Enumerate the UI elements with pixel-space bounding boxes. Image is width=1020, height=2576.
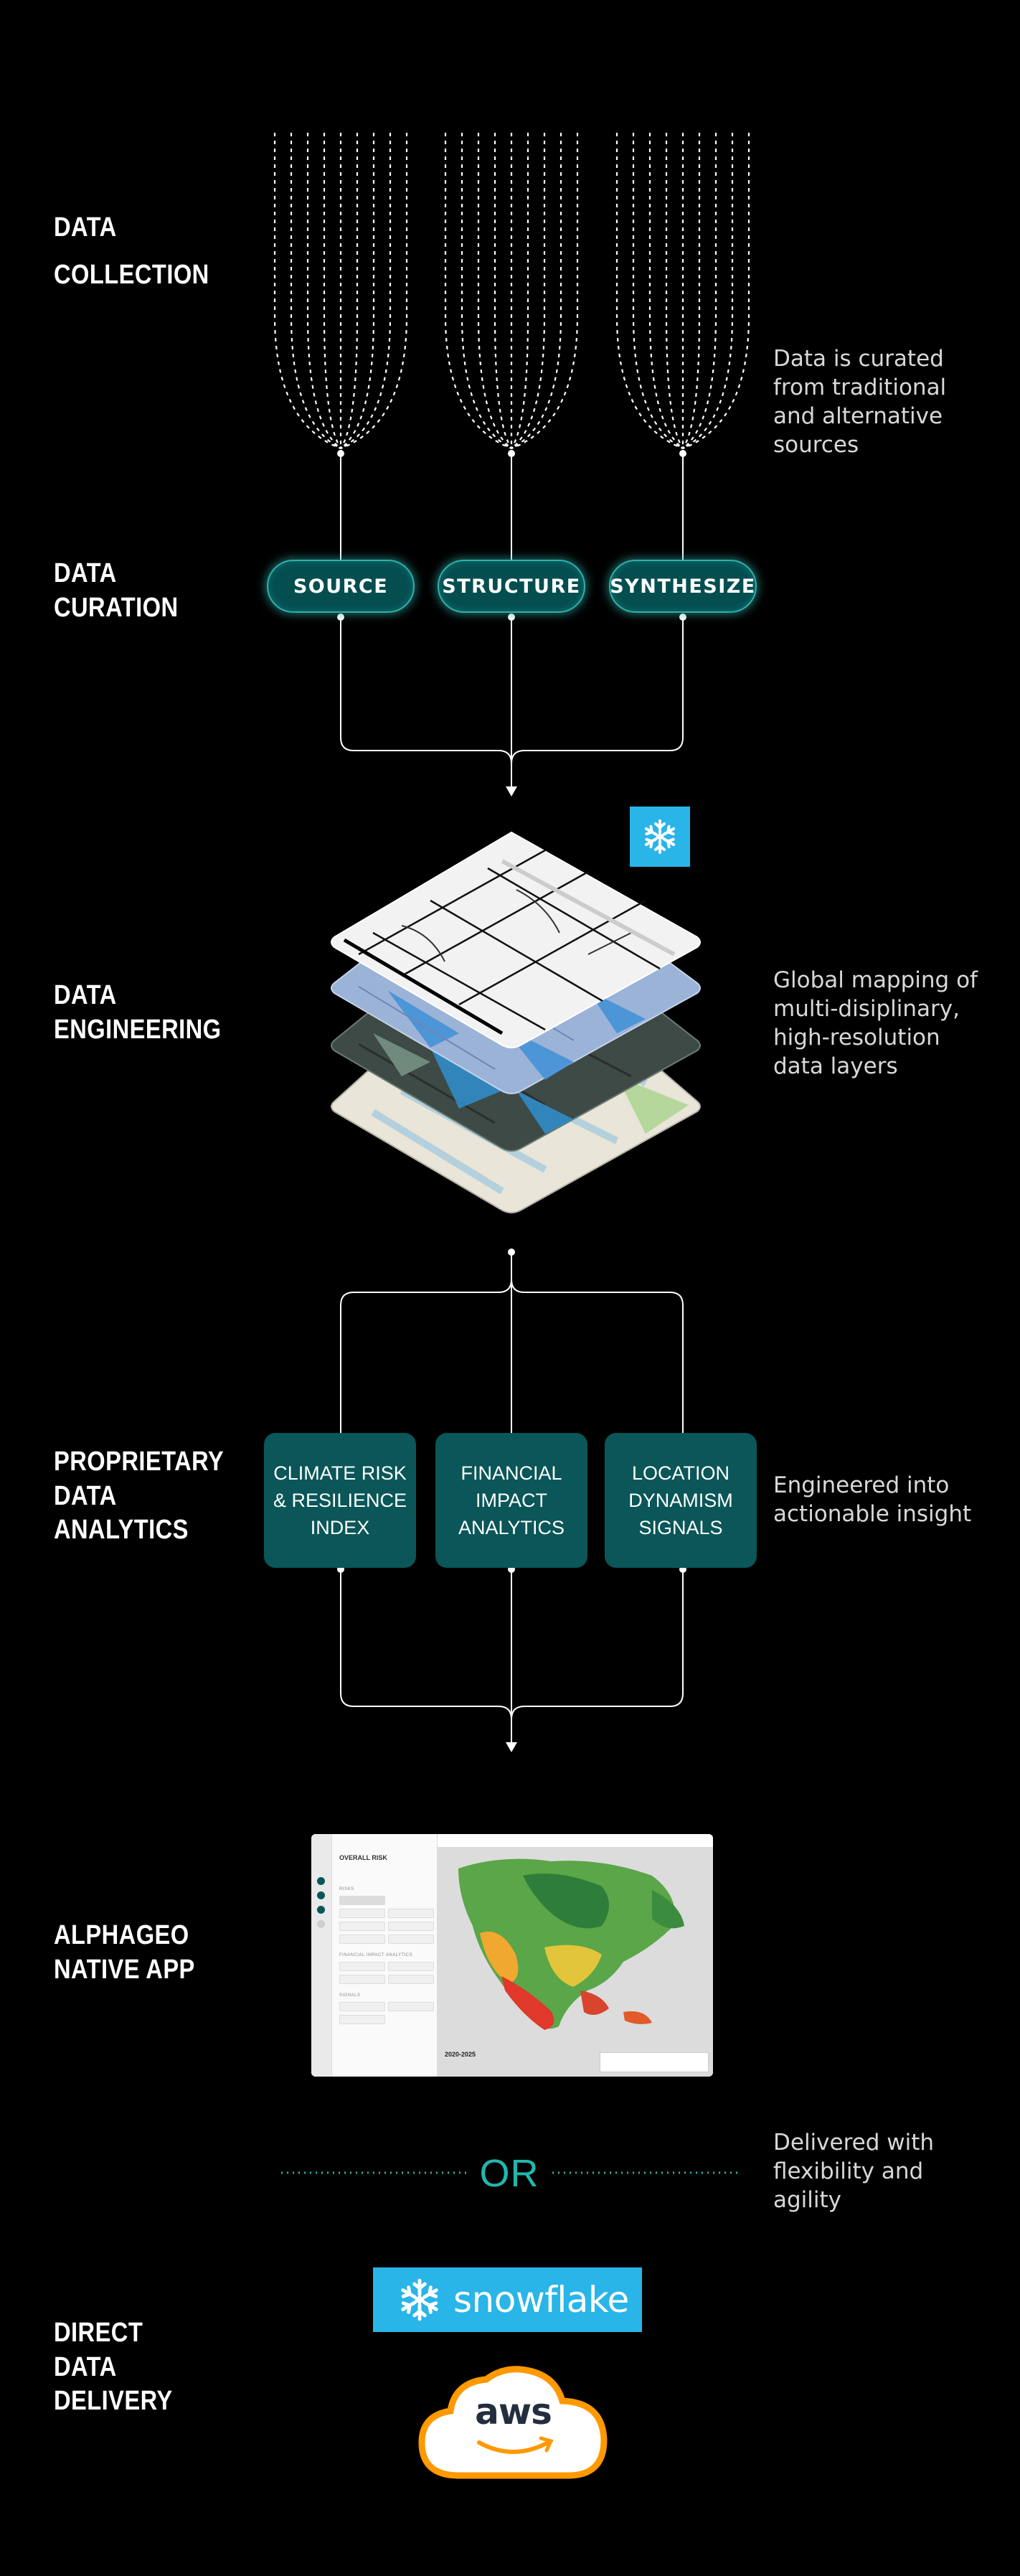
app-section-financial: FINANCIAL IMPACT ANALYTICS	[339, 1953, 413, 1957]
connector-dot	[508, 450, 515, 457]
connector-dot	[337, 450, 344, 457]
snowflake-badge	[630, 807, 690, 867]
description-engineering: Global mapping of multi-disiplinary, hig…	[773, 967, 978, 1079]
or-separator: OR	[479, 2152, 539, 2195]
connector-dot	[508, 1249, 515, 1256]
collection-stream-line	[323, 133, 341, 449]
connector-line	[340, 1569, 512, 1744]
collection-stream-line	[444, 133, 512, 450]
app-section-risks: RISKS	[339, 1887, 354, 1891]
snowflake-icon	[396, 2278, 443, 2323]
connector-line	[511, 1569, 684, 1720]
aws-wordmark: aws	[475, 2391, 552, 2432]
stage-label-app: ALPHAGEO NATIVE APP	[54, 1920, 195, 1985]
connector-line	[511, 1279, 684, 1433]
stage-label-analytics: PROPRIETARY DATA ANALYTICS	[54, 1447, 225, 1545]
connector-line	[340, 1252, 512, 1433]
analytics-financial-impact: FINANCIAL IMPACT ANALYTICS	[435, 1433, 587, 1568]
analytics-climate-risk: CLIMATE RISK & RESILIENCE INDEX	[264, 1433, 416, 1568]
app-rail	[311, 1834, 332, 2077]
cloud-icon	[418, 2366, 608, 2479]
curation-step-structure: STRUCTURE	[438, 560, 585, 613]
app-year-selector: 2020-2025	[445, 2051, 476, 2058]
collection-stream-line	[511, 133, 579, 450]
app-section-signals: SIGNALS	[339, 1993, 361, 1998]
map-layer-streets	[331, 831, 701, 1048]
description-collection: Data is curated from traditional and alt…	[773, 346, 947, 458]
alphageo-app-preview: OVERALL RISK RISKS FINANCIAL IMPACT ANAL…	[311, 1834, 713, 2077]
collection-stream-line	[340, 133, 359, 449]
collection-stream-line	[615, 133, 684, 450]
collection-stream-line	[340, 133, 408, 450]
snowflake-icon	[642, 819, 678, 854]
collection-stream-line	[340, 133, 392, 449]
description-delivery: Delivered with flexibility and agility	[773, 2130, 935, 2213]
collection-stream-line	[665, 133, 684, 449]
connector-line	[511, 617, 684, 764]
stage-label-collection: DATA COLLECTION	[54, 212, 209, 290]
curation-step-source: SOURCE	[267, 560, 415, 613]
connector-dot	[337, 614, 344, 621]
app-sidebar: OVERALL RISK RISKS FINANCIAL IMPACT ANAL…	[332, 1834, 438, 2077]
description-analytics: Engineered into actionable insight	[773, 1472, 972, 1527]
connector-line	[340, 617, 512, 788]
snowflake-logo: snowflake	[373, 2267, 642, 2332]
arrow-head	[506, 786, 517, 796]
snowflake-wordmark: snowflake	[453, 2279, 629, 2321]
collection-stream-line	[682, 133, 734, 449]
collection-stream-line	[511, 133, 529, 449]
connector-dot	[679, 450, 686, 457]
map-layer-stack	[331, 831, 701, 1213]
analytics-location-dynamism: LOCATION DYNAMISM SIGNALS	[605, 1433, 757, 1568]
app-legend	[600, 2052, 709, 2072]
stage-label-engineering: DATA ENGINEERING	[54, 980, 222, 1045]
connector-dot	[508, 614, 515, 621]
arrow-head	[506, 1742, 517, 1752]
stage-label-curation: DATA CURATION	[54, 558, 179, 623]
collection-stream-line	[290, 133, 341, 449]
connector-dot	[679, 614, 686, 621]
app-risk-map	[437, 1847, 713, 2077]
stage-label-delivery: DIRECT DATA DELIVERY	[54, 2318, 173, 2416]
collection-stream-line	[632, 133, 684, 449]
collection-stream-line	[461, 133, 512, 449]
collection-stream-line	[682, 133, 701, 449]
collection-stream-line	[273, 133, 341, 450]
collection-stream-line	[682, 133, 750, 450]
app-panel-title: OVERALL RISK	[339, 1854, 387, 1861]
collection-stream-line	[494, 133, 512, 449]
curation-step-synthesize: SYNTHESIZE	[609, 560, 757, 613]
collection-stream-line	[511, 133, 562, 449]
aws-logo: aws	[415, 2362, 612, 2484]
